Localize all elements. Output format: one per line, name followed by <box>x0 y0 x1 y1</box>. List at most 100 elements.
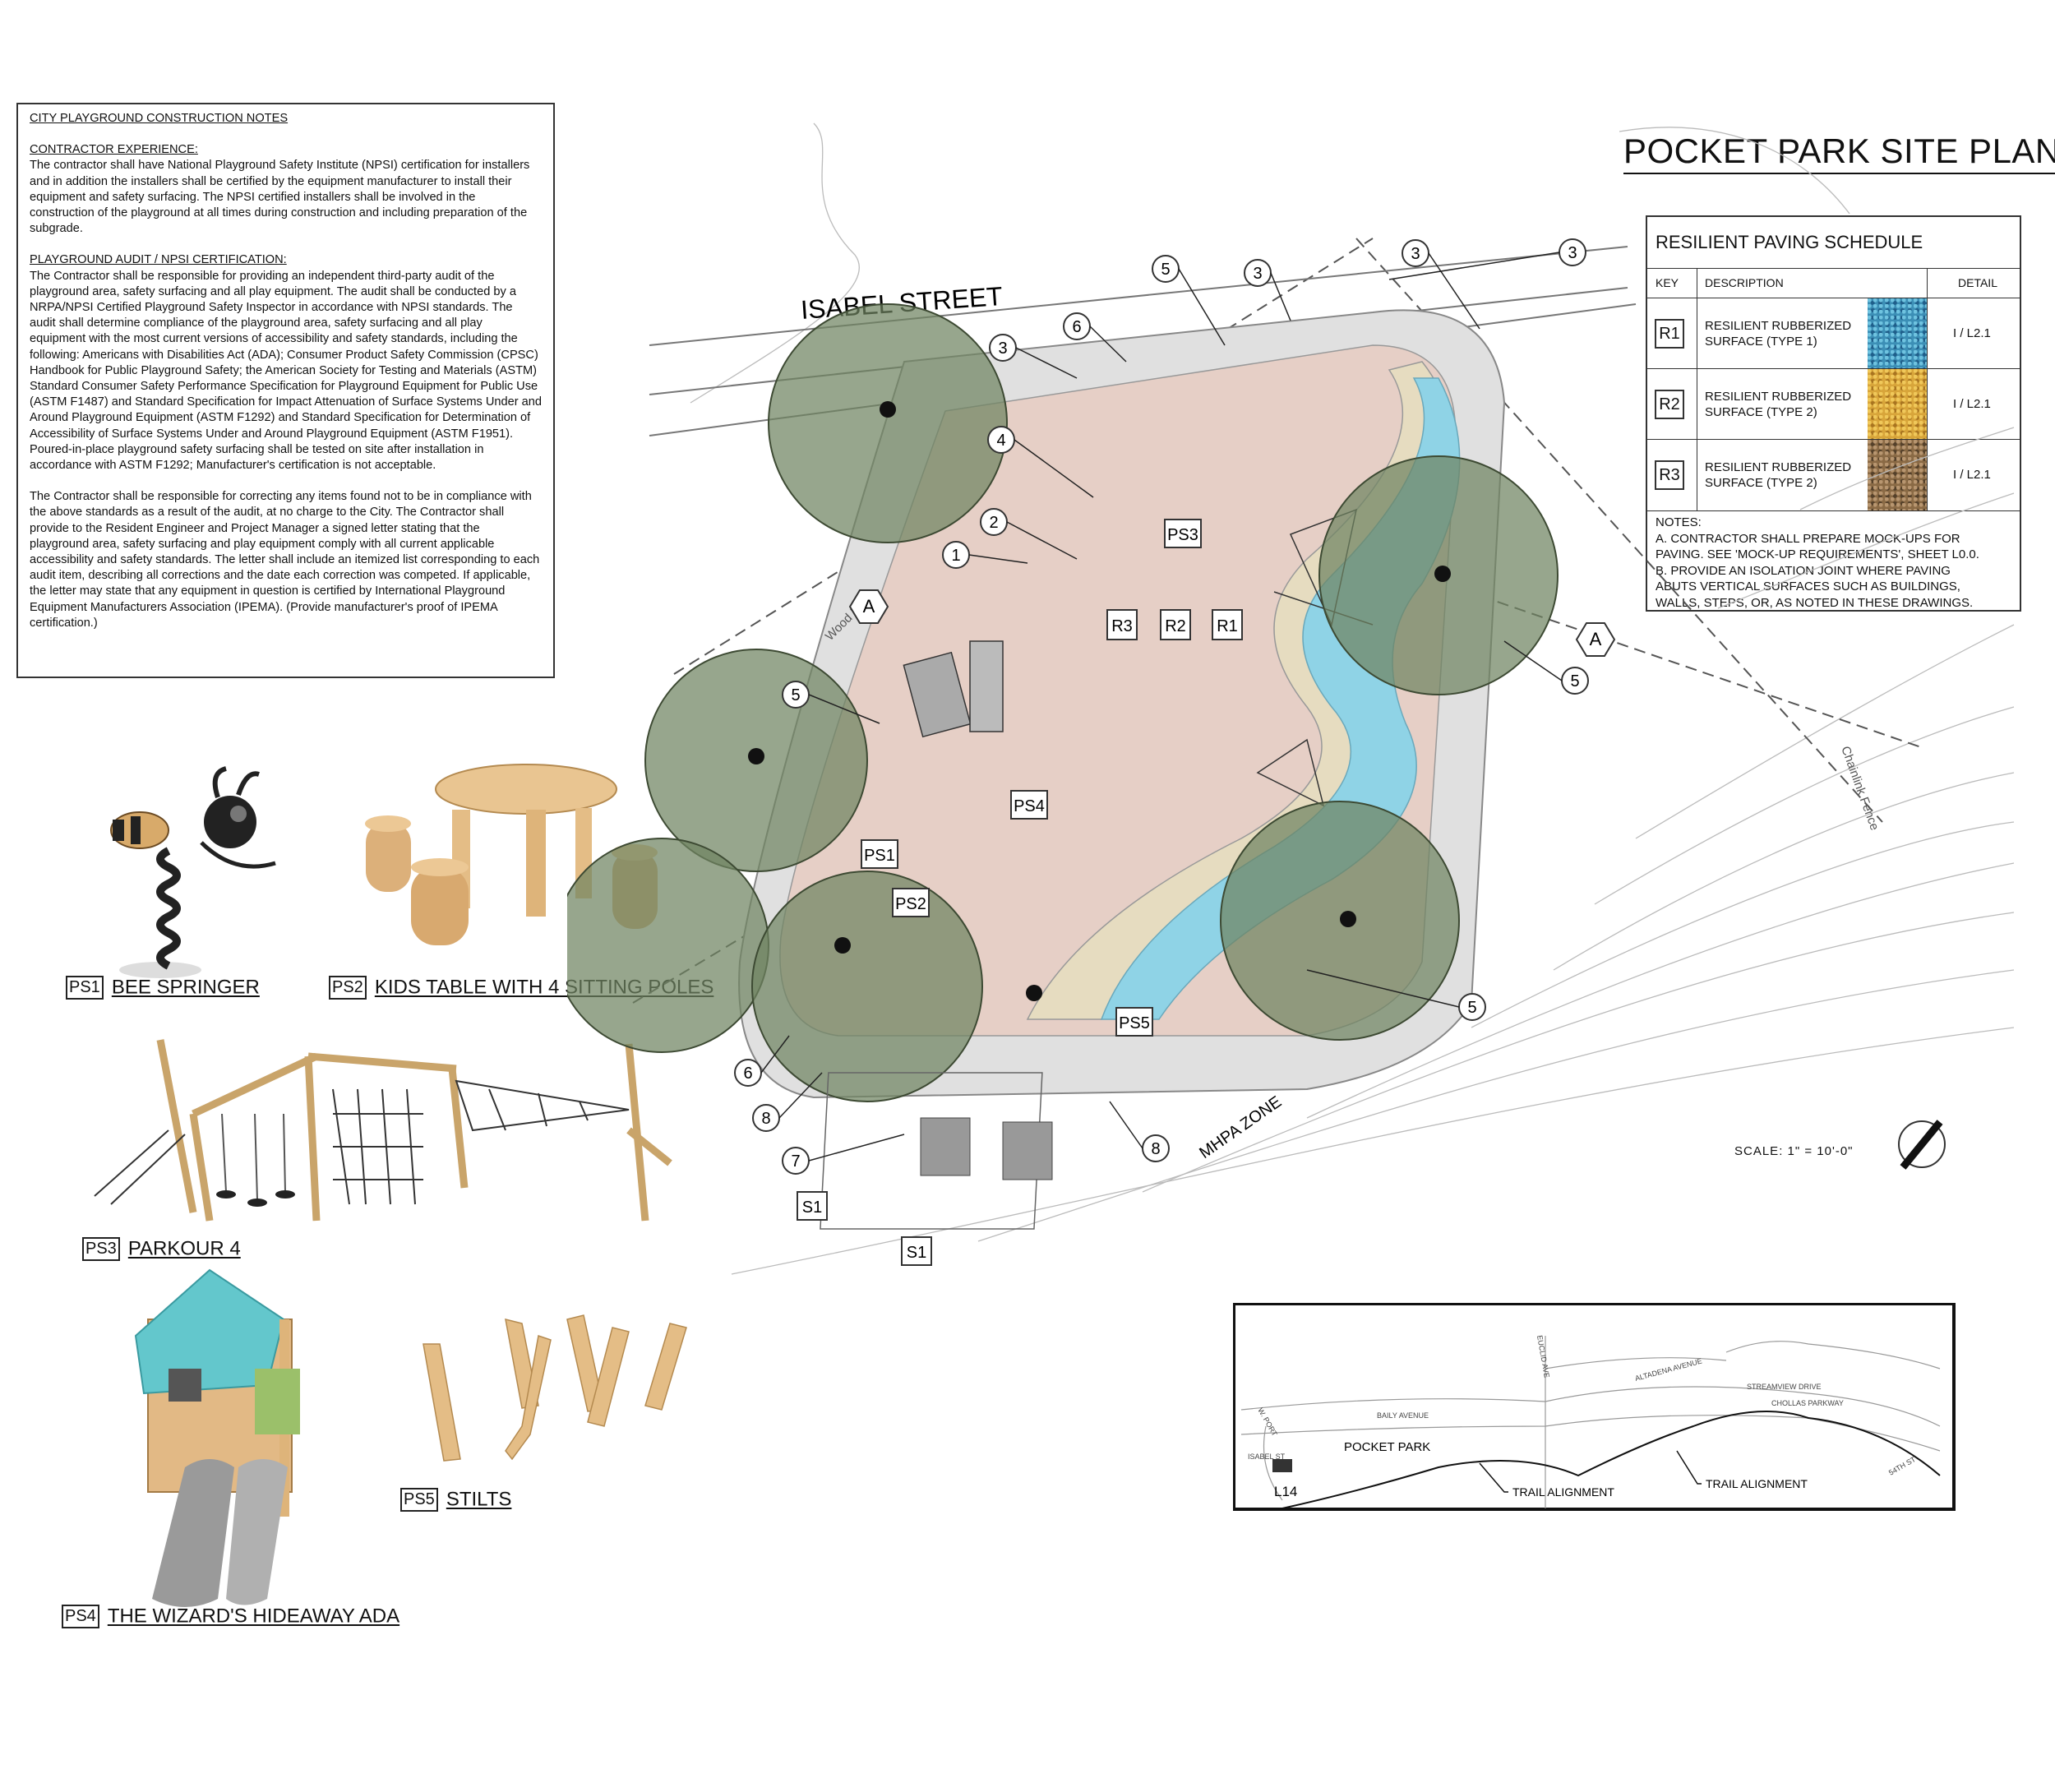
callout-3b: 3 <box>998 339 1007 358</box>
tag-ps4: PS4 <box>62 1605 99 1629</box>
equipment-label-ps5: PS5 STILTS <box>400 1488 512 1513</box>
equipment-illustrations <box>94 764 687 1607</box>
tag-ps1: PS1 <box>66 976 104 1000</box>
col-description: DESCRIPTION <box>1705 276 1784 289</box>
note-a-line2: PAVING. SEE 'MOCK-UP REQUIREMENTS', SHEE… <box>1656 547 1979 561</box>
equipment-label-ps3: PS3 PARKOUR 4 <box>82 1237 241 1262</box>
key-r1: R1 <box>1655 319 1684 349</box>
pocket-park-label: POCKET PARK <box>1344 1440 1430 1454</box>
plan-tag-ps2: PS2 <box>895 895 926 913</box>
callout-8b: 8 <box>1151 1140 1160 1158</box>
pocket-park-marker <box>1272 1459 1292 1472</box>
note-a-line1: A. CONTRACTOR SHALL PREPARE MOCK-UPS FOR <box>1656 531 1960 546</box>
note-b-line1: B. PROVIDE AN ISOLATION JOINT WHERE PAVI… <box>1656 563 1951 578</box>
schedule-heading: RESILIENT PAVING SCHEDULE <box>1656 232 1923 252</box>
detail-r1: I / L2.1 <box>1953 326 1991 340</box>
equipment-tags: PS1 PS2 PS3 PS4 PS5 <box>861 519 1202 1037</box>
desc-r1-line1: RESILIENT RUBBERIZED <box>1705 319 1852 333</box>
tag-r3: R3 <box>1111 617 1133 635</box>
wizards-hideaway-icon <box>134 1268 300 1607</box>
street-baily: BAILY AVENUE <box>1377 1411 1429 1420</box>
name-ps5: STILTS <box>446 1488 512 1511</box>
callout-1: 1 <box>951 547 960 565</box>
bee-springer-icon <box>110 766 276 978</box>
callout-5b: 5 <box>791 686 800 704</box>
tag-ps2: PS2 <box>329 976 367 1000</box>
swatch-r1 <box>1868 298 1927 369</box>
tag-r1: R1 <box>1217 617 1238 635</box>
tree-canopy <box>567 838 769 1053</box>
key-r2: R2 <box>1655 390 1684 419</box>
north-arrow-icon <box>1898 1120 1946 1170</box>
page-title: POCKET PARK SITE PLAN <box>1623 132 2055 174</box>
callouts <box>734 238 1589 1175</box>
plan-tag-ps5: PS5 <box>1119 1014 1150 1032</box>
street-chollas: CHOLLAS PARKWAY <box>1771 1399 1844 1407</box>
site-tag-s1b: S1 <box>907 1244 926 1262</box>
zone-label: MHPA ZONE <box>1196 1092 1285 1162</box>
location-map: POCKET PARK L14 TRAIL ALIGNMENT TRAIL AL… <box>1233 1303 1956 1511</box>
callout-7: 7 <box>791 1152 800 1171</box>
section-mark-a-left: A <box>863 596 875 617</box>
site-tag-s1a: S1 <box>802 1199 822 1217</box>
contours <box>690 122 2015 1275</box>
tag-ps5: PS5 <box>400 1488 438 1513</box>
trail-label-1: TRAIL ALIGNMENT <box>1512 1485 1614 1499</box>
tree-canopy <box>768 303 1008 543</box>
paving-schedule: RESILIENT PAVING SCHEDULE KEY DESCRIPTIO… <box>1646 215 2021 612</box>
note-b-line3: WALLS, STEPS, OR, AS NOTED IN THESE DRAW… <box>1656 595 1974 610</box>
callout-3c: 3 <box>1411 245 1420 263</box>
desc-r2-line2: SURFACE (TYPE 2) <box>1705 405 1817 419</box>
swatch-r3 <box>1868 440 1927 510</box>
name-ps3: PARKOUR 4 <box>127 1237 241 1260</box>
notes-section-1-body: The contractor shall have National Playg… <box>30 159 530 236</box>
key-r3: R3 <box>1655 460 1684 490</box>
callout-8a: 8 <box>761 1110 770 1128</box>
notes-title: CITY PLAYGROUND CONSTRUCTION NOTES <box>30 112 289 125</box>
notes-section-2-body: The Contractor shall be responsible for … <box>30 269 542 473</box>
street-isabel: ISABEL ST <box>1248 1453 1286 1461</box>
notes-section-3-body: The Contractor shall be responsible for … <box>30 490 540 630</box>
scale-label: SCALE: 1" = 10'-0" <box>1734 1144 1854 1158</box>
desc-r2-line1: RESILIENT RUBBERIZED <box>1705 390 1852 404</box>
desc-r1-line2: SURFACE (TYPE 1) <box>1705 335 1817 349</box>
equipment-label-ps1: PS1 BEE SPRINGER <box>66 976 260 1000</box>
notes-section-1-heading: CONTRACTOR EXPERIENCE: <box>30 143 198 157</box>
col-key: KEY <box>1656 276 1679 289</box>
plan-equipment <box>903 508 1374 807</box>
stilts-icon <box>423 1314 687 1462</box>
street-streamview: STREAMVIEW DRIVE <box>1747 1383 1822 1391</box>
callout-5a: 5 <box>1161 261 1170 279</box>
surface-tags: R3 R2 R1 <box>1106 609 1243 640</box>
equipment-label-ps4: PS4 THE WIZARD'S HIDEAWAY ADA <box>62 1605 400 1629</box>
notes-section-2-heading: PLAYGROUND AUDIT / NPSI CERTIFICATION: <box>30 253 287 267</box>
note-b-line2: ABUTS VERTICAL SURFACES SUCH AS BUILDING… <box>1656 580 1960 593</box>
callout-4: 4 <box>996 432 1005 450</box>
detail-r3: I / L2.1 <box>1953 468 1991 482</box>
callout-2: 2 <box>989 514 998 532</box>
name-ps4: THE WIZARD'S HIDEAWAY ADA <box>107 1605 400 1628</box>
plan-tag-ps3: PS3 <box>1167 526 1198 544</box>
detail-r2: I / L2.1 <box>1953 397 1991 411</box>
trail-label-2: TRAIL ALIGNMENT <box>1706 1477 1808 1490</box>
notes-head: NOTES: <box>1656 515 1702 529</box>
col-detail: DETAIL <box>1958 276 1997 289</box>
schedule-notes: NOTES: A. CONTRACTOR SHALL PREPARE MOCK-… <box>1656 515 2017 611</box>
section-mark-a-right: A <box>1590 629 1602 649</box>
tree-canopy <box>1220 801 1460 1041</box>
callout-5d: 5 <box>1467 999 1476 1017</box>
callout-3a: 3 <box>1253 265 1262 283</box>
parkour-icon <box>94 1039 672 1222</box>
swatch-r2 <box>1868 369 1927 440</box>
sheet-label: L14 <box>1274 1484 1297 1499</box>
plan-tag-ps1: PS1 <box>864 847 895 865</box>
callout-3d: 3 <box>1568 244 1577 262</box>
desc-r3-line2: SURFACE (TYPE 2) <box>1705 476 1817 490</box>
tag-r2: R2 <box>1165 617 1186 635</box>
schedule-header-row: KEY DESCRIPTION DETAIL <box>1647 268 2020 298</box>
name-ps1: BEE SPRINGER <box>111 976 260 999</box>
tag-ps3: PS3 <box>82 1237 120 1262</box>
